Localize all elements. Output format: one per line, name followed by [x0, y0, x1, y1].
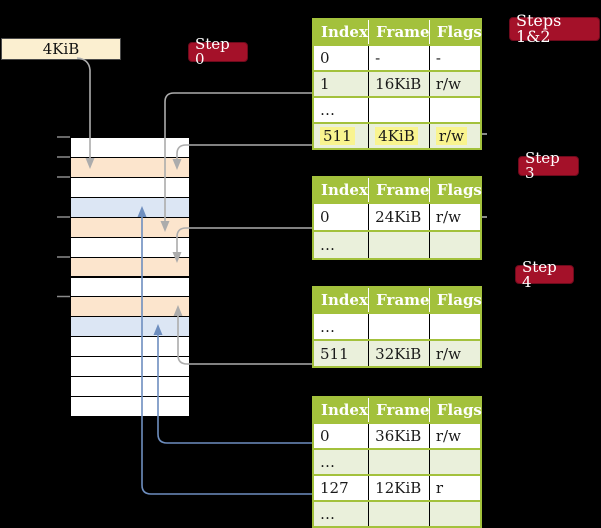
memory-frame-1	[70, 156, 190, 178]
cell-frame: 32KiB	[368, 339, 430, 367]
cell-index: 0	[313, 422, 370, 449]
memory-frame-3	[70, 196, 190, 218]
badge-step-3-label: Step 3	[525, 149, 560, 182]
badge-step-0-label: Step 0	[195, 35, 230, 68]
cell-flags: r/w	[429, 422, 481, 449]
memory-tick-marks	[57, 136, 70, 298]
table-row: 511 32KiB r/w	[313, 339, 481, 367]
highlighted-value: r/w	[435, 127, 467, 145]
badge-step-3: Step 3	[518, 151, 579, 181]
column-header-index: Index	[313, 287, 370, 314]
highlighted-value: 4KiB	[375, 127, 418, 145]
cell-flags	[429, 312, 481, 340]
physical-memory-column	[70, 137, 190, 417]
memory-frame-7	[70, 276, 190, 298]
cell-frame	[368, 312, 430, 340]
cell-flags: r/w	[429, 70, 481, 97]
cell-frame: 24KiB	[368, 202, 430, 231]
table-header-row: Index Frame Flags	[313, 19, 482, 46]
memory-frame-9	[70, 316, 190, 338]
cell-flags: r/w	[429, 339, 481, 367]
cell-index: …	[313, 312, 370, 340]
cell-flags	[429, 448, 481, 475]
memory-frame-4	[70, 216, 190, 238]
page-table-level2: Index Frame Flags … 511 32KiB r/w	[312, 286, 482, 368]
memory-frame-5	[70, 236, 190, 258]
table-row: 0 - -	[313, 44, 481, 71]
cell-frame: 16KiB	[368, 70, 430, 97]
memory-frame-13	[70, 396, 190, 417]
cell-flags	[429, 96, 481, 123]
table-row: 1 16KiB r/w	[313, 70, 481, 97]
table-header-row: Index Frame Flags	[313, 177, 482, 204]
cell-frame: 12KiB	[368, 474, 430, 501]
cell-flags: r/w	[429, 122, 481, 149]
highlighted-value: 511	[320, 127, 355, 145]
cell-index: 0	[313, 202, 370, 231]
table-header-row: Index Frame Flags	[313, 397, 482, 424]
cell-frame: 4KiB	[368, 122, 430, 149]
column-header-index: Index	[313, 19, 370, 46]
column-header-flags: Flags	[429, 19, 482, 46]
memory-frame-2	[70, 176, 190, 198]
page-table-level1: Index Frame Flags 0 36KiB r/w … 127 12Ki…	[312, 396, 482, 528]
page-table-level4: Index Frame Flags 0 - - 1 16KiB r/w … 51…	[312, 18, 482, 150]
column-header-frame: Frame	[368, 177, 430, 204]
column-header-frame: Frame	[368, 287, 430, 314]
cell-index: …	[313, 448, 370, 475]
memory-frame-12	[70, 376, 190, 398]
memory-frame-10	[70, 336, 190, 358]
cell-frame	[368, 230, 430, 259]
badge-steps-1-2-label: Steps 1&2	[516, 11, 562, 46]
table-row-ellipsis: …	[313, 96, 481, 123]
cell-index: …	[313, 96, 370, 123]
column-header-flags: Flags	[429, 397, 482, 424]
table-row: 0 24KiB r/w	[313, 202, 481, 231]
table-row: 127 12KiB r	[313, 474, 481, 501]
memory-frame-8	[70, 296, 190, 318]
table-row: 0 36KiB r/w	[313, 422, 481, 449]
badge-steps-1-2: Steps 1&2	[509, 13, 600, 45]
memory-frame-11	[70, 356, 190, 378]
column-header-index: Index	[313, 397, 370, 424]
cell-index: 1	[313, 70, 370, 97]
cell-index: 511	[313, 339, 370, 367]
page-table-level3: Index Frame Flags 0 24KiB r/w …	[312, 176, 482, 260]
pointer-box-label: 4KiB	[42, 40, 80, 58]
column-header-index: Index	[313, 177, 370, 204]
cell-index: 127	[313, 474, 370, 501]
column-header-frame: Frame	[368, 397, 430, 424]
badge-step-4: Step 4	[515, 259, 574, 289]
cell-frame: 36KiB	[368, 422, 430, 449]
table-row-highlighted: 511 4KiB r/w	[313, 122, 481, 149]
memory-frame-0	[70, 137, 190, 158]
table-row-ellipsis: …	[313, 230, 481, 259]
cell-flags: -	[429, 44, 481, 71]
column-header-frame: Frame	[368, 19, 430, 46]
memory-frame-6	[70, 256, 190, 278]
cell-frame: -	[368, 44, 430, 71]
column-header-flags: Flags	[429, 287, 482, 314]
cell-flags	[429, 230, 481, 259]
table-header-row: Index Frame Flags	[313, 287, 482, 314]
cell-flags	[429, 500, 481, 527]
table-row-ellipsis: …	[313, 312, 481, 340]
cell-index: 511	[313, 122, 370, 149]
cell-flags: r	[429, 474, 481, 501]
pointer-box-4kib: 4KiB	[1, 38, 121, 60]
table-row-ellipsis: …	[313, 448, 481, 475]
badge-step-0: Step 0	[188, 37, 248, 67]
cell-frame	[368, 96, 430, 123]
cell-index: …	[313, 500, 370, 527]
cell-index: …	[313, 230, 370, 259]
cell-frame	[368, 448, 430, 475]
badge-step-4-label: Step 4	[522, 257, 557, 291]
cell-flags: r/w	[429, 202, 481, 231]
column-header-flags: Flags	[429, 177, 482, 204]
cell-frame	[368, 500, 430, 527]
cell-index: 0	[313, 44, 370, 71]
table-row-ellipsis: …	[313, 500, 481, 527]
